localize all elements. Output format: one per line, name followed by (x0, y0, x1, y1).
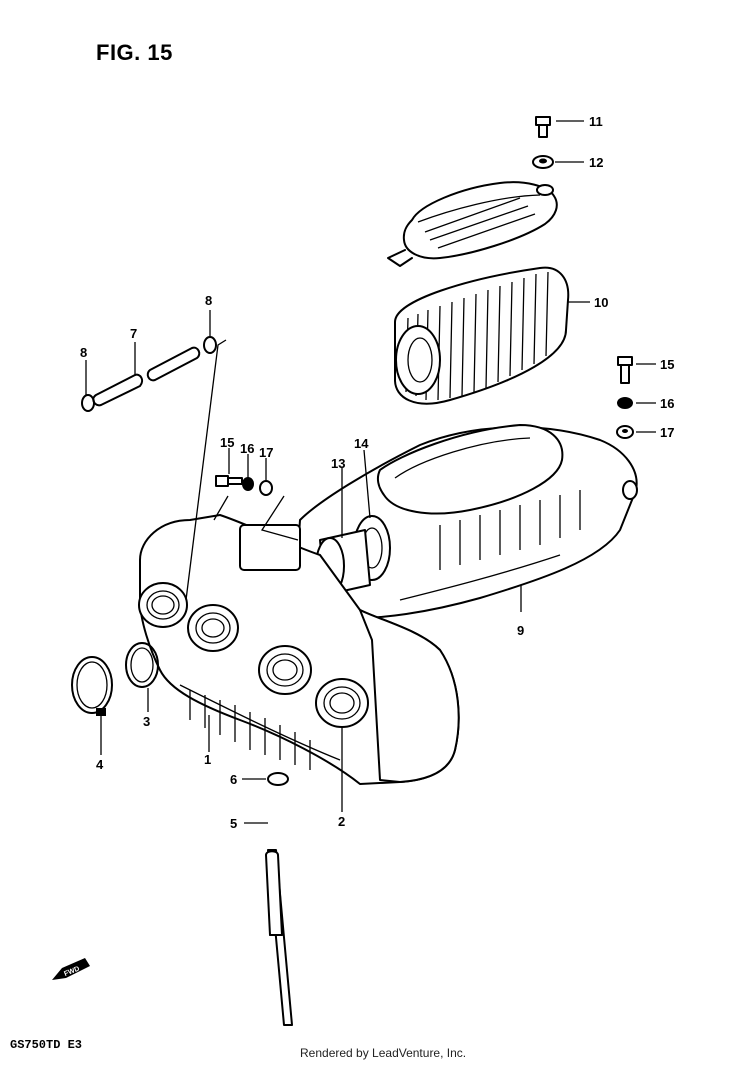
part-11-screw (535, 116, 551, 138)
callout-3: 3 (143, 714, 150, 729)
part-12-grommet (532, 155, 554, 169)
part-10-air-filter-element (394, 266, 570, 405)
filter-cover-plate (387, 181, 558, 267)
part-17-washer-left (259, 480, 273, 496)
part-3-band-clamp (125, 642, 159, 688)
callout-6: 6 (230, 772, 237, 787)
part-15-bolt-right (617, 356, 633, 384)
callout-5: 5 (230, 816, 237, 831)
callout-11: 11 (589, 114, 603, 129)
part-17-washer-right (616, 425, 634, 439)
callout-8-right: 8 (205, 293, 212, 308)
part-8-hose-clamp-right (203, 336, 217, 354)
figure-title: FIG. 15 (96, 40, 173, 65)
callout-4: 4 (96, 757, 104, 772)
part-16-nut-left (242, 477, 254, 491)
part-7-breather-hose (92, 346, 201, 407)
callout-15-right: 15 (660, 357, 674, 372)
callout-1: 1 (204, 752, 211, 767)
part-4-hose-clamp (71, 656, 113, 716)
part-6-drain-clip (267, 772, 289, 786)
callout-2: 2 (338, 814, 345, 829)
part-15-bolt-left (215, 475, 243, 487)
part-5-drain-tube (265, 849, 293, 1026)
callout-12: 12 (589, 155, 603, 170)
part-8-hose-clamp-left (81, 394, 95, 412)
callout-numbers: 11 12 10 15 16 17 8 7 8 15 16 17 13 14 9… (80, 114, 674, 831)
callout-13: 13 (331, 456, 345, 471)
callout-10: 10 (594, 295, 608, 310)
callout-8-left: 8 (80, 345, 87, 360)
callout-14: 14 (354, 436, 369, 451)
callout-17-left: 17 (259, 445, 273, 460)
part-2-carburetor-inlet-tubes (138, 582, 369, 728)
callout-9: 9 (517, 623, 524, 638)
callout-16-left: 16 (240, 441, 254, 456)
leader-lines (85, 120, 656, 824)
model-code: GS750TD E3 (10, 1038, 83, 1052)
callout-15-left: 15 (220, 435, 234, 450)
part-16-nut-right (617, 397, 633, 409)
callout-16-right: 16 (660, 396, 674, 411)
callout-17-right: 17 (660, 425, 674, 440)
render-credit: Rendered by LeadVenture, Inc. (300, 1046, 467, 1060)
callout-7: 7 (130, 326, 137, 341)
forward-direction-marker: FWD (52, 958, 90, 980)
